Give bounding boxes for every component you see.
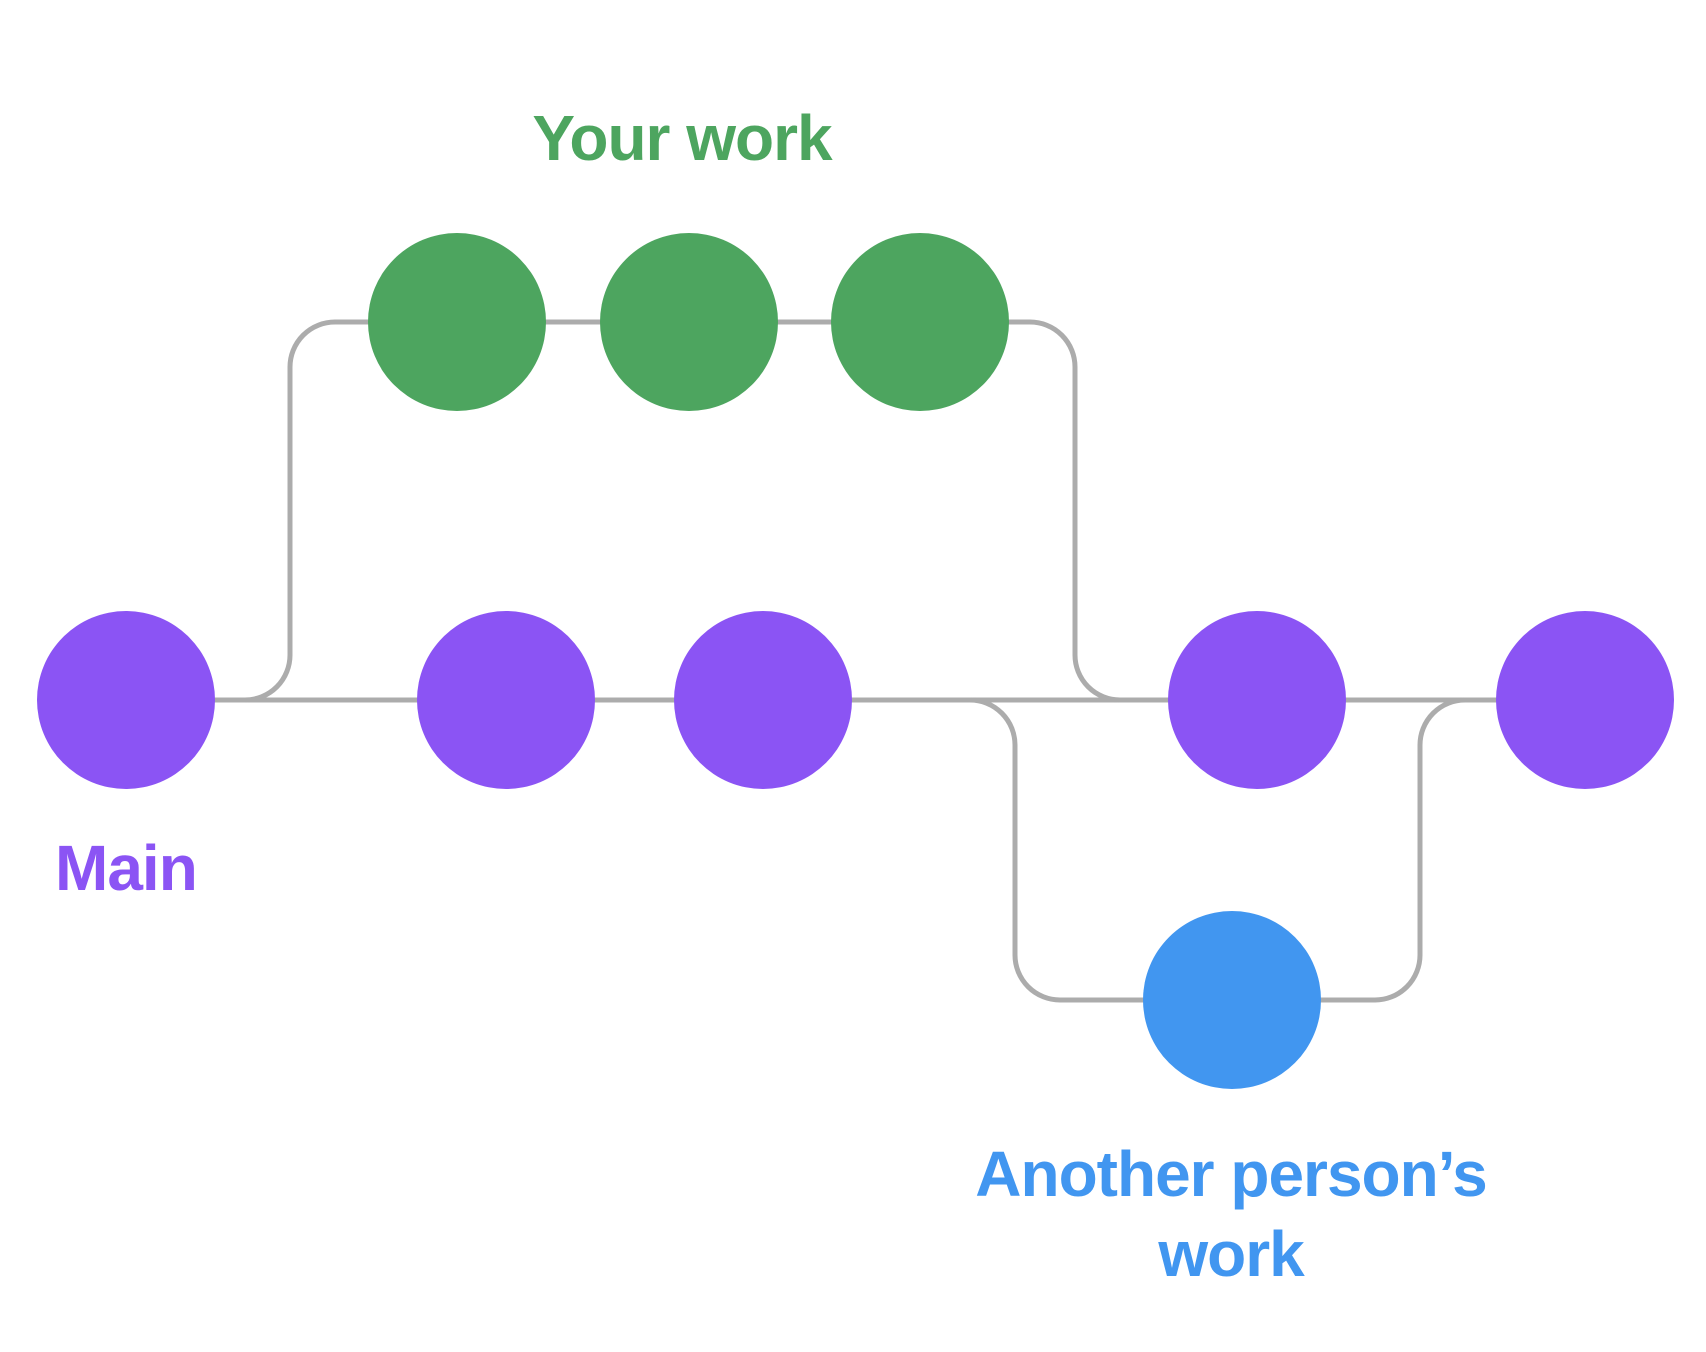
another-person-label-line2: work <box>1158 1218 1304 1290</box>
commit-node-your-work <box>831 233 1009 411</box>
your-work-label: Your work <box>532 102 832 174</box>
commit-node-main <box>417 611 595 789</box>
commit-node-another-person <box>1143 911 1321 1089</box>
commit-node-your-work <box>600 233 778 411</box>
commit-node-main <box>37 611 215 789</box>
main-label: Main <box>55 832 198 904</box>
another-person-label-line1: Another person’s <box>975 1138 1487 1210</box>
commit-node-your-work <box>368 233 546 411</box>
commit-node-main <box>1168 611 1346 789</box>
commit-node-main <box>674 611 852 789</box>
commit-node-main <box>1496 611 1674 789</box>
another-person-label: Another person’s work <box>975 1134 1487 1294</box>
